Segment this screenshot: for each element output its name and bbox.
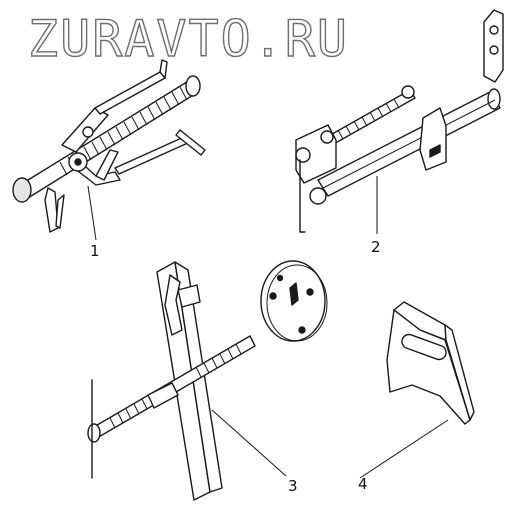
tool-1-spring-compressor: 1 (12, 59, 206, 260)
tool-2-end-blocks (295, 107, 447, 233)
tool-3-screw (87, 335, 256, 479)
callout-3-label: 3 (288, 477, 298, 495)
callout-3-leader (211, 409, 287, 477)
tool-4-slotted-bracket: 4 (358, 301, 475, 493)
callout-4-leader (359, 419, 449, 479)
tool-2-bracket (483, 9, 504, 83)
watermark-text: ZURAVTO.RU (28, 10, 349, 68)
callout-1-leader (87, 185, 97, 241)
tool-2-bar-puller: 2 (295, 9, 504, 256)
tool-1-frame (61, 59, 168, 186)
callout-2-label: 2 (371, 238, 381, 256)
tool-3-crossbar-screw: 3 (87, 261, 298, 501)
callout-4-label: 4 (358, 475, 368, 493)
tool-2-tube (317, 88, 501, 197)
callout-1-label: 1 (90, 242, 100, 260)
tool-1-jaw (44, 187, 65, 233)
round-disc-plate (260, 260, 328, 342)
tool-1-screw (12, 75, 201, 203)
tool-1-hook (114, 129, 206, 175)
